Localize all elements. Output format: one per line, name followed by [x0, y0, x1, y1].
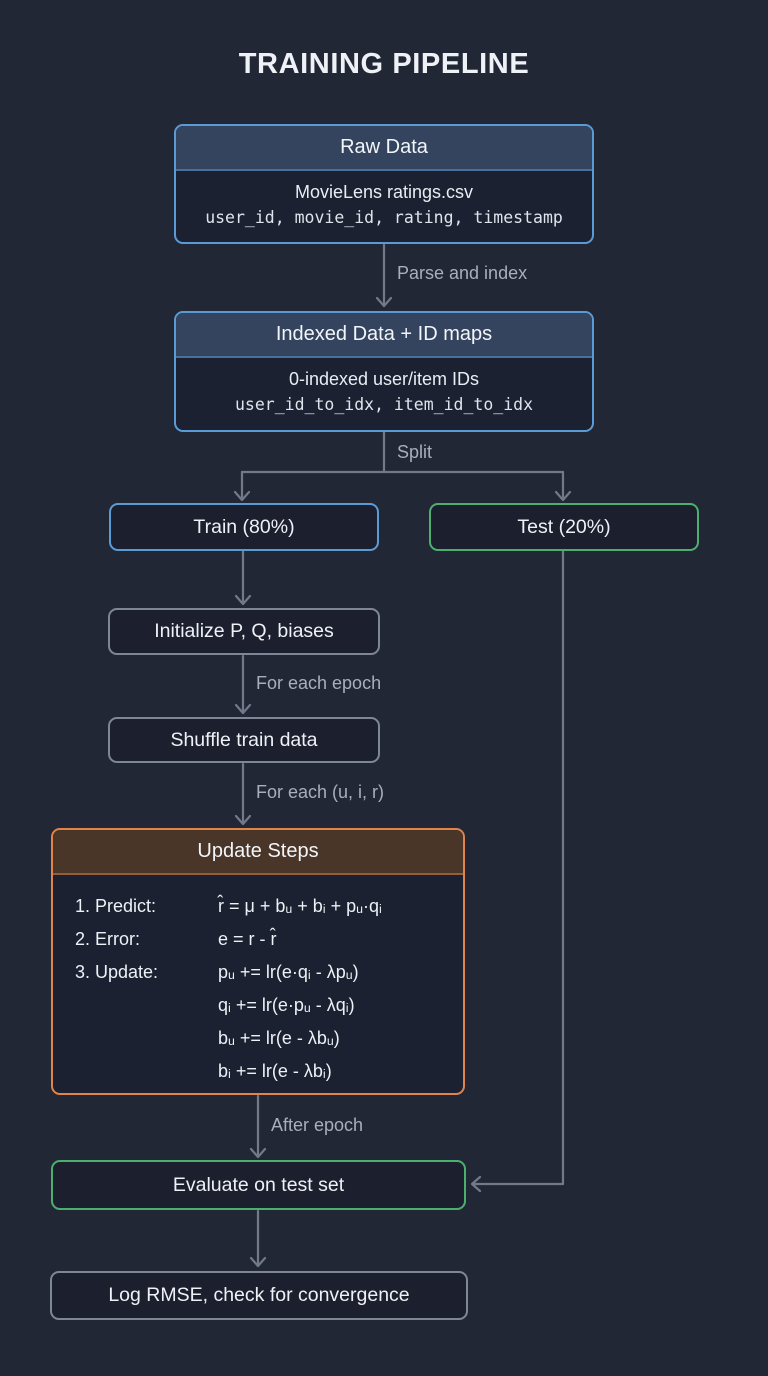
step-update-formula-bu: bᵤ += lr(e - λbᵤ) [218, 1028, 340, 1048]
indexed-data-line1: 0-indexed user/item IDs [288, 369, 480, 389]
node-initialize: Initialize P, Q, biases [108, 608, 380, 655]
step-predict-label: 1. Predict: [75, 896, 157, 916]
node-evaluate: Evaluate on test set [51, 1160, 466, 1210]
raw-data-body: MovieLens ratings.csv user_id, movie_id,… [176, 171, 592, 238]
update-step-predict: 1. Predict: r̂ = μ + bᵤ + bᵢ + pᵤ·qᵢ [75, 890, 453, 923]
indexed-data-body: 0-indexed user/item IDs user_id_to_idx, … [176, 358, 592, 425]
edge-split [233, 430, 572, 502]
raw-data-line2: user_id, movie_id, rating, timestamp [205, 208, 563, 227]
edge-test-to-evaluate [470, 549, 565, 1193]
update-step-error: 2. Error: e = r - r̂ [75, 923, 453, 956]
edge-label-after-epoch: After epoch [271, 1115, 364, 1135]
step-error-label: 2. Error: [75, 929, 141, 949]
update-step-update: 3. Update: pᵤ += lr(e·qᵢ - λpᵤ) qᵢ += lr… [75, 956, 453, 1088]
page-title: TRAINING PIPELINE [238, 48, 530, 80]
indexed-data-line2: user_id_to_idx, item_id_to_idx [234, 395, 533, 414]
step-predict-formula: r̂ = μ + bᵤ + bᵢ + pᵤ·qᵢ [218, 896, 382, 916]
step-update-formula-pu: pᵤ += lr(e·qᵢ - λpᵤ) [218, 962, 359, 982]
node-log-rmse: Log RMSE, check for convergence [50, 1271, 468, 1320]
step-error-formula: e = r - r̂ [218, 929, 277, 949]
raw-data-line1: MovieLens ratings.csv [294, 182, 474, 202]
edge-update-to-evaluate [249, 1094, 267, 1159]
edge-label-split: Split [397, 442, 433, 462]
step-update-formula-bi: bᵢ += lr(e - λbᵢ) [218, 1061, 332, 1081]
edge-train-to-initialize [234, 549, 252, 606]
edge-evaluate-to-log [249, 1209, 267, 1268]
edge-raw-to-indexed [375, 243, 393, 308]
edge-initialize-to-shuffle [234, 654, 252, 715]
edge-shuffle-to-update [234, 762, 252, 826]
update-steps-body: 1. Predict: r̂ = μ + bᵤ + bᵢ + pᵤ·qᵢ 2. … [53, 875, 463, 1088]
raw-data-header: Raw Data [176, 126, 592, 171]
node-shuffle: Shuffle train data [108, 717, 380, 763]
node-train: Train (80%) [109, 503, 379, 551]
edge-label-for-each-epoch: For each epoch [256, 673, 382, 693]
edge-label-parse-and-index: Parse and index [397, 263, 528, 283]
indexed-data-header: Indexed Data + ID maps [176, 313, 592, 358]
node-update-steps: Update Steps 1. Predict: r̂ = μ + bᵤ + b… [51, 828, 465, 1095]
update-steps-header: Update Steps [53, 830, 463, 875]
edge-label-for-each-uir: For each (u, i, r) [256, 782, 385, 802]
node-raw-data: Raw Data MovieLens ratings.csv user_id, … [174, 124, 594, 244]
step-update-label: 3. Update: [75, 962, 159, 982]
node-indexed-data: Indexed Data + ID maps 0-indexed user/it… [174, 311, 594, 432]
node-test: Test (20%) [429, 503, 699, 551]
step-update-formula-qi: qᵢ += lr(e·pᵤ - λqᵢ) [218, 995, 355, 1015]
